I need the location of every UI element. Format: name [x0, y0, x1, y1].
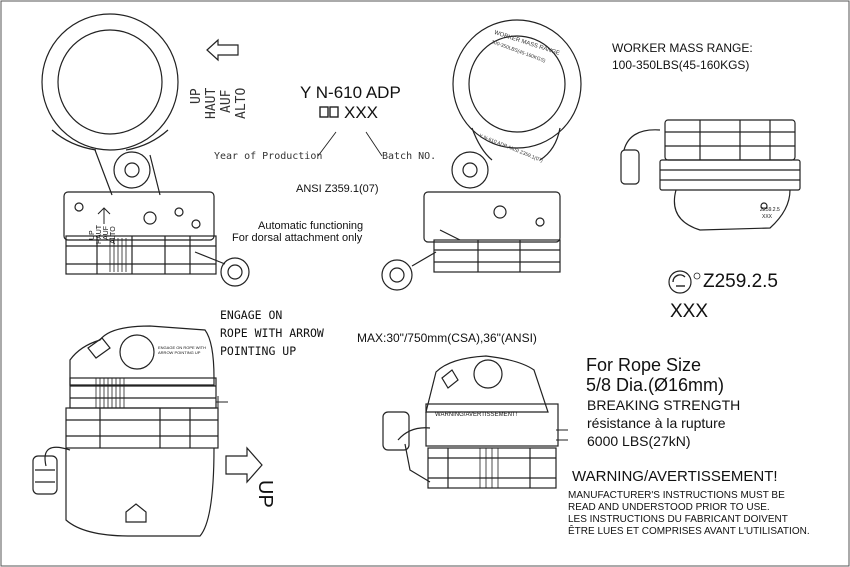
cam-housing: [63, 191, 215, 241]
side-view-device: [620, 119, 801, 231]
max-distance: MAX:30"/750mm(CSA),36"(ANSI): [357, 331, 537, 345]
csa-standard: Z259.2.5: [703, 271, 778, 292]
csa-code: XXX: [670, 301, 709, 322]
date-code-box-icon: [319, 106, 329, 118]
cam-housing: [423, 191, 561, 243]
attachment-ring-inner: [57, 29, 163, 135]
rope-body-view-device: [382, 355, 568, 489]
engage-line1: ENGAGE ON: [220, 308, 283, 322]
ansi-standard: ANSI Z359.1(07): [296, 183, 379, 195]
direction-label-haut: HAUT: [204, 87, 219, 119]
csa-logo-icon: [668, 270, 701, 294]
warning-line4: ÊTRE LUES ET COMPRISES AVANT L'UTILISATI…: [568, 526, 810, 537]
side-knob: [382, 411, 410, 451]
engage-small-mark: ENGAGE ON ROPE WITH ARROW POINTING UP: [158, 345, 207, 356]
auto-function-line2: For dorsal attachment only: [232, 232, 363, 244]
direction-arrow-icon: [206, 38, 239, 62]
side-knob: [32, 455, 58, 495]
attachment-ring-outer: [452, 19, 582, 149]
side-code-mark: XXX: [762, 214, 773, 220]
worker-mass-title: WORKER MASS RANGE:: [612, 41, 753, 55]
front-view-device: [41, 13, 250, 287]
body-mark-alto: ALTO: [110, 226, 117, 244]
rope-line3: BREAKING STRENGTH: [587, 397, 741, 413]
batch-label: Batch NO.: [382, 151, 437, 162]
warning-title: WARNING/AVERTISSEMENT!: [572, 468, 778, 485]
engage-line3: POINTING UP: [220, 344, 297, 358]
attachment-ring-outer: [41, 13, 179, 151]
direction-label-alto: ALTO: [234, 87, 249, 119]
rope-line4: résistance à la rupture: [587, 415, 726, 431]
direction-label-auf: AUF: [219, 89, 234, 113]
model-number: Y N-610 ADP: [300, 83, 401, 102]
warning-line3: LES INSTRUCTIONS DU FABRICANT DOIVENT: [568, 514, 788, 525]
right-arrow-icon: [225, 446, 263, 484]
rope-line2: 5/8 Dia.(Ø16mm): [586, 375, 725, 395]
year-label: Year of Production: [214, 151, 323, 162]
rope-channel: [65, 235, 217, 275]
body-mark-haut: HAUT: [96, 224, 103, 244]
mini-warning-mark: WARNING/AVERTISSEMENT!: [435, 412, 518, 418]
side-csa-mark: Z259.2.5: [760, 207, 780, 213]
date-code: XXX: [344, 103, 379, 122]
cam-band: [69, 377, 217, 409]
engage-line2: ROPE WITH ARROW: [220, 326, 324, 340]
auto-function-line1: Automatic functioning: [258, 220, 364, 232]
body-mark-auf: AUF: [103, 226, 110, 240]
worker-mass-value: 100-350LBS(45-160KGS): [612, 58, 750, 72]
warning-line1: MANUFACTURER'S INSTRUCTIONS MUST BE: [568, 490, 785, 501]
date-code-box-icon: [329, 106, 339, 118]
warning-line2: READ AND UNDERSTOOD PRIOR TO USE.: [568, 502, 770, 513]
body-mark-up: UP: [89, 230, 96, 240]
angled-view-device: [317, 19, 582, 291]
rope-line5: 6000 LBS(27kN): [587, 433, 691, 449]
direction-label-up: UP: [189, 88, 204, 104]
rope-line1: For Rope Size: [586, 355, 702, 375]
up-label: UP: [254, 480, 276, 508]
body-view-device: [32, 325, 228, 537]
pivot-lug: [113, 151, 151, 189]
